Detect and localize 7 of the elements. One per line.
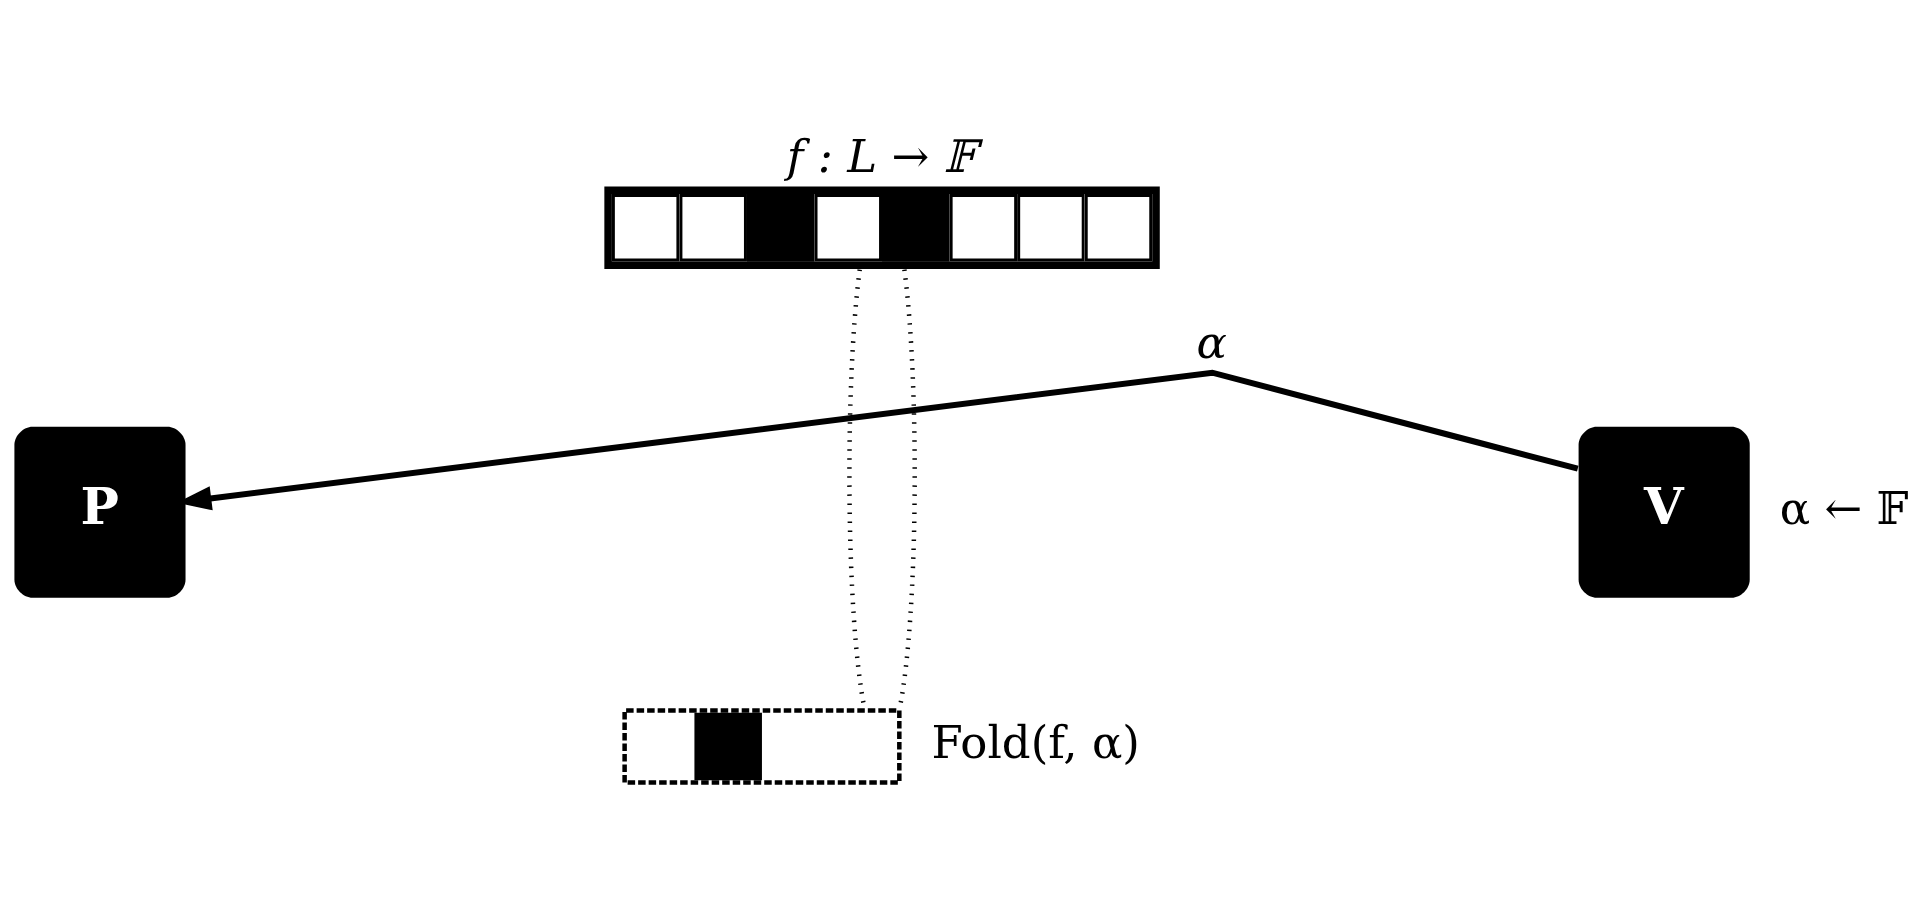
edge-label: α: [1196, 315, 1227, 369]
node-box: V: [1578, 426, 1750, 598]
node-box: P: [14, 426, 186, 598]
node-label: Fold(f, α): [931, 715, 1140, 769]
node-box: [622, 708, 902, 785]
node-label: α ← 𝔽: [1779, 481, 1909, 535]
node-box: [604, 186, 1160, 270]
